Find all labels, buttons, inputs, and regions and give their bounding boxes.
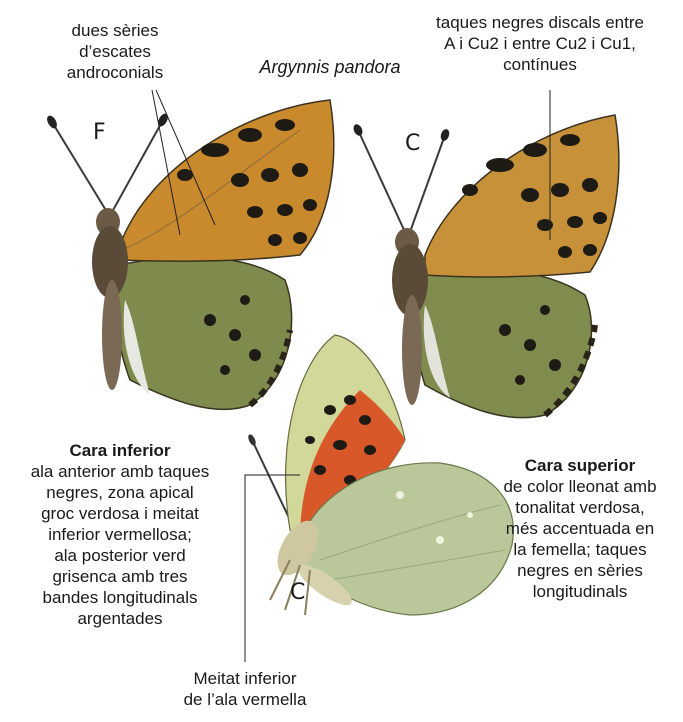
- description-line: de color lleonat amb: [480, 476, 680, 497]
- description-line: negres en sèries: [480, 560, 680, 581]
- description-line: groc verdosa i meitat: [0, 503, 240, 524]
- male-label-underside: C: [290, 580, 305, 605]
- androconial-annotation: dues sèries d’escates androconials: [40, 20, 190, 83]
- annotation-line: Meitat inferior: [160, 668, 330, 689]
- female-label: F: [93, 120, 106, 145]
- annotation-line: d’escates: [40, 41, 190, 62]
- description-line: més accentuada en: [480, 518, 680, 539]
- annotation-line: taques negres discals entre: [400, 12, 680, 33]
- description-line: grisenca amb tres: [0, 566, 240, 587]
- upperside-description: Cara superior de color lleonat amb tonal…: [480, 455, 680, 602]
- annotation-line: androconials: [40, 62, 190, 83]
- upperside-heading: Cara superior: [480, 455, 680, 476]
- description-line: longitudinals: [480, 581, 680, 602]
- underside-heading: Cara inferior: [0, 440, 240, 461]
- underside-description: Cara inferior ala anterior amb taques ne…: [0, 440, 240, 629]
- description-line: ala posterior verd: [0, 545, 240, 566]
- red-half-annotation: Meitat inferior de l’ala vermella: [160, 668, 330, 710]
- female-butterfly-upperside: [45, 90, 334, 409]
- male-butterfly-upperside: [352, 90, 619, 418]
- description-line: bandes longitudinals: [0, 587, 240, 608]
- species-title: Argynnis pandora: [240, 57, 420, 78]
- description-line: argentades: [0, 608, 240, 629]
- description-line: la femella; taques: [480, 539, 680, 560]
- description-line: negres, zona apical: [0, 482, 240, 503]
- description-line: inferior vermellosa;: [0, 524, 240, 545]
- annotation-line: contínues: [400, 54, 680, 75]
- description-line: ala anterior amb taques: [0, 461, 240, 482]
- annotation-line: de l’ala vermella: [160, 689, 330, 710]
- annotation-line: A i Cu2 i entre Cu2 i Cu1,: [400, 33, 680, 54]
- annotation-line: dues sèries: [40, 20, 190, 41]
- male-label-upperside: C: [405, 131, 420, 156]
- description-line: tonalitat verdosa,: [480, 497, 680, 518]
- discal-spots-annotation: taques negres discals entre A i Cu2 i en…: [400, 12, 680, 75]
